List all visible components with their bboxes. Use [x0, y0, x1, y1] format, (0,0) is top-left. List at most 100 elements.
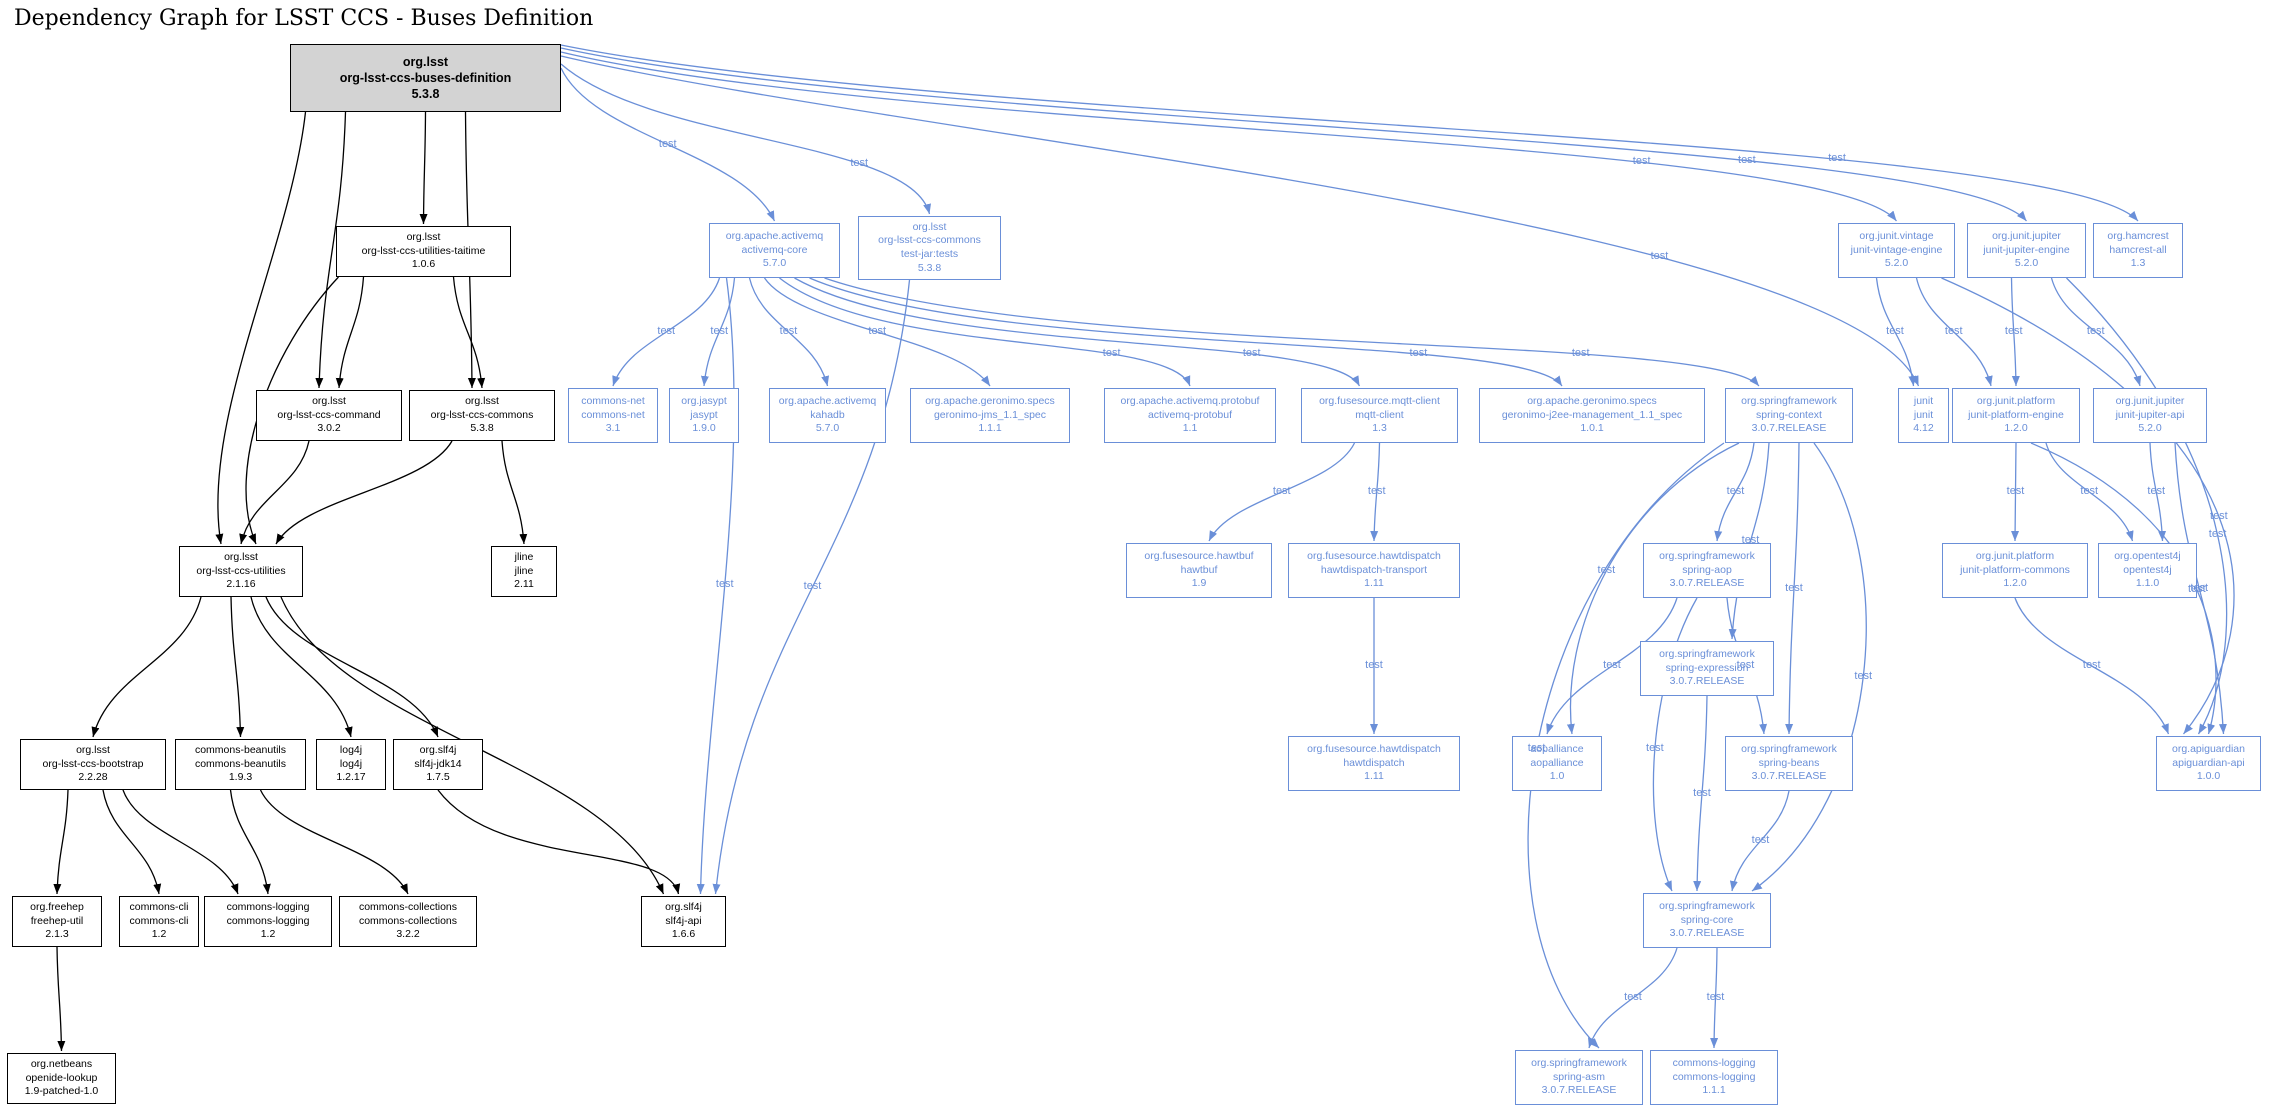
node-line: 3.1: [605, 422, 621, 435]
node-line: slf4j-jdk14: [414, 757, 462, 770]
node-line: spring-context: [1756, 408, 1822, 421]
node-line: 3.0.2: [317, 422, 341, 435]
node-line: freehep-util: [30, 914, 84, 927]
edge-label: test: [1706, 990, 1725, 1003]
node-line: spring-asm: [1553, 1070, 1605, 1083]
node-line: commons-collections: [358, 914, 458, 927]
node-line: 1.2.17: [336, 771, 366, 784]
node-line: 5.7.0: [762, 257, 787, 270]
node-line: org.freehep: [30, 901, 84, 914]
node-line: 3.0.7.RELEASE: [1669, 927, 1745, 940]
node-line: org.springframework: [1531, 1057, 1627, 1070]
edge-label: test: [1828, 152, 1846, 165]
node-line: 2.1.3: [45, 928, 69, 941]
edge-label: test: [1738, 153, 1756, 166]
node-line: kahadb: [810, 408, 845, 421]
node-line: activemq-protobuf: [1147, 408, 1233, 421]
edge-bootstrap-commons-cli: [102, 789, 162, 895]
node-line: org.lsst: [465, 395, 499, 408]
edge-jupiter-engine-platform-engine: [2010, 277, 2020, 387]
edge-commons-tests-slf4j-api: [712, 279, 911, 895]
edge-activemq-spring-context: [824, 277, 1760, 387]
edge-root-command: [315, 111, 347, 389]
node-line: org-lsst-ccs-utilities: [196, 564, 286, 577]
edge-root-taitime: [419, 111, 428, 225]
edge-spring-core-spring-asm: [1587, 947, 1678, 1049]
node-line: mqtt-client: [1355, 408, 1404, 421]
node-line: org.lsst: [312, 395, 346, 408]
edge-beanutils-commons-logging-12: [229, 789, 271, 895]
edge-jupiter-api-apiguardian: [2174, 442, 2227, 735]
node-line: openide-lookup: [25, 1071, 98, 1084]
node-line: 1.9: [1191, 577, 1207, 590]
edge-activemq-kahadb: [748, 277, 830, 387]
node-line: org.fusesource.hawtdispatch: [1307, 550, 1441, 563]
edge-activemq-geronimo-j2ee: [809, 277, 1563, 387]
node-line: commons-logging: [226, 901, 310, 914]
edge-utilities-log4j: [250, 596, 353, 738]
node-line: 1.2.0: [2004, 422, 2028, 435]
node-line: junit-platform-engine: [1968, 408, 2064, 421]
node-line: org.lsst: [224, 551, 258, 564]
node-line: org.slf4j: [665, 901, 702, 914]
node-line: 5.3.8: [470, 422, 494, 435]
edge-label: test: [1571, 346, 1590, 359]
node-line: org.apache.activemq: [778, 395, 877, 408]
node-line: org.fusesource.hawtdispatch: [1307, 743, 1441, 756]
node-line: org.junit.platform: [1975, 550, 2055, 563]
edge-mqtt-hawtbuf: [1208, 442, 1356, 542]
edge-label: test: [1367, 484, 1386, 497]
node-line: 1.9-patched-1.0: [24, 1085, 99, 1098]
node-line: spring-aop: [1682, 563, 1732, 576]
node-line: commons-beanutils: [194, 757, 287, 770]
node-line: org.apache.activemq.protobuf: [1120, 395, 1260, 408]
node-line: org.springframework: [1659, 648, 1755, 661]
edge-spring-beans-spring-core: [1729, 790, 1790, 892]
node-line: org.springframework: [1741, 395, 1837, 408]
node-line: commons-net: [581, 408, 645, 421]
node-line: junit-platform-commons: [1960, 563, 2070, 576]
node-line: org.springframework: [1659, 900, 1755, 913]
node-line: commons-logging: [226, 914, 310, 927]
edge-label: test: [803, 579, 822, 592]
node-line: 1.0.1: [1580, 422, 1604, 435]
node-line: org-lsst-ccs-command: [277, 408, 381, 421]
node-line: 1.0.6: [411, 258, 436, 271]
node-line: 1.1.1: [978, 422, 1002, 435]
edge-utilities-slf4j-jdk14: [265, 596, 439, 738]
node-line: commons-logging: [1672, 1070, 1756, 1083]
node-line: 1.6.6: [671, 928, 696, 941]
node-line: commons-beanutils: [194, 744, 287, 757]
node-line: org.apache.geronimo.specs: [925, 395, 1055, 408]
edge-vintage-platform-engine: [1915, 277, 1993, 387]
node-line: org.lsst: [406, 231, 441, 244]
edge-activemq-commons-net: [612, 277, 721, 387]
edge-label: test: [715, 578, 734, 591]
edge-label: test: [1597, 563, 1616, 576]
node-line: junit: [1913, 395, 1934, 408]
edge-label: test: [1102, 346, 1121, 359]
node-line: 3.0.7.RELEASE: [1669, 675, 1745, 688]
edge-platform-engine-platform-commons: [2011, 442, 2020, 542]
edge-utilities-bootstrap: [91, 596, 202, 738]
edge-label: test: [710, 324, 729, 337]
node-line: slf4j-api: [665, 914, 702, 927]
node-line: jasypt: [690, 408, 718, 421]
node-line: org.slf4j: [419, 744, 457, 757]
